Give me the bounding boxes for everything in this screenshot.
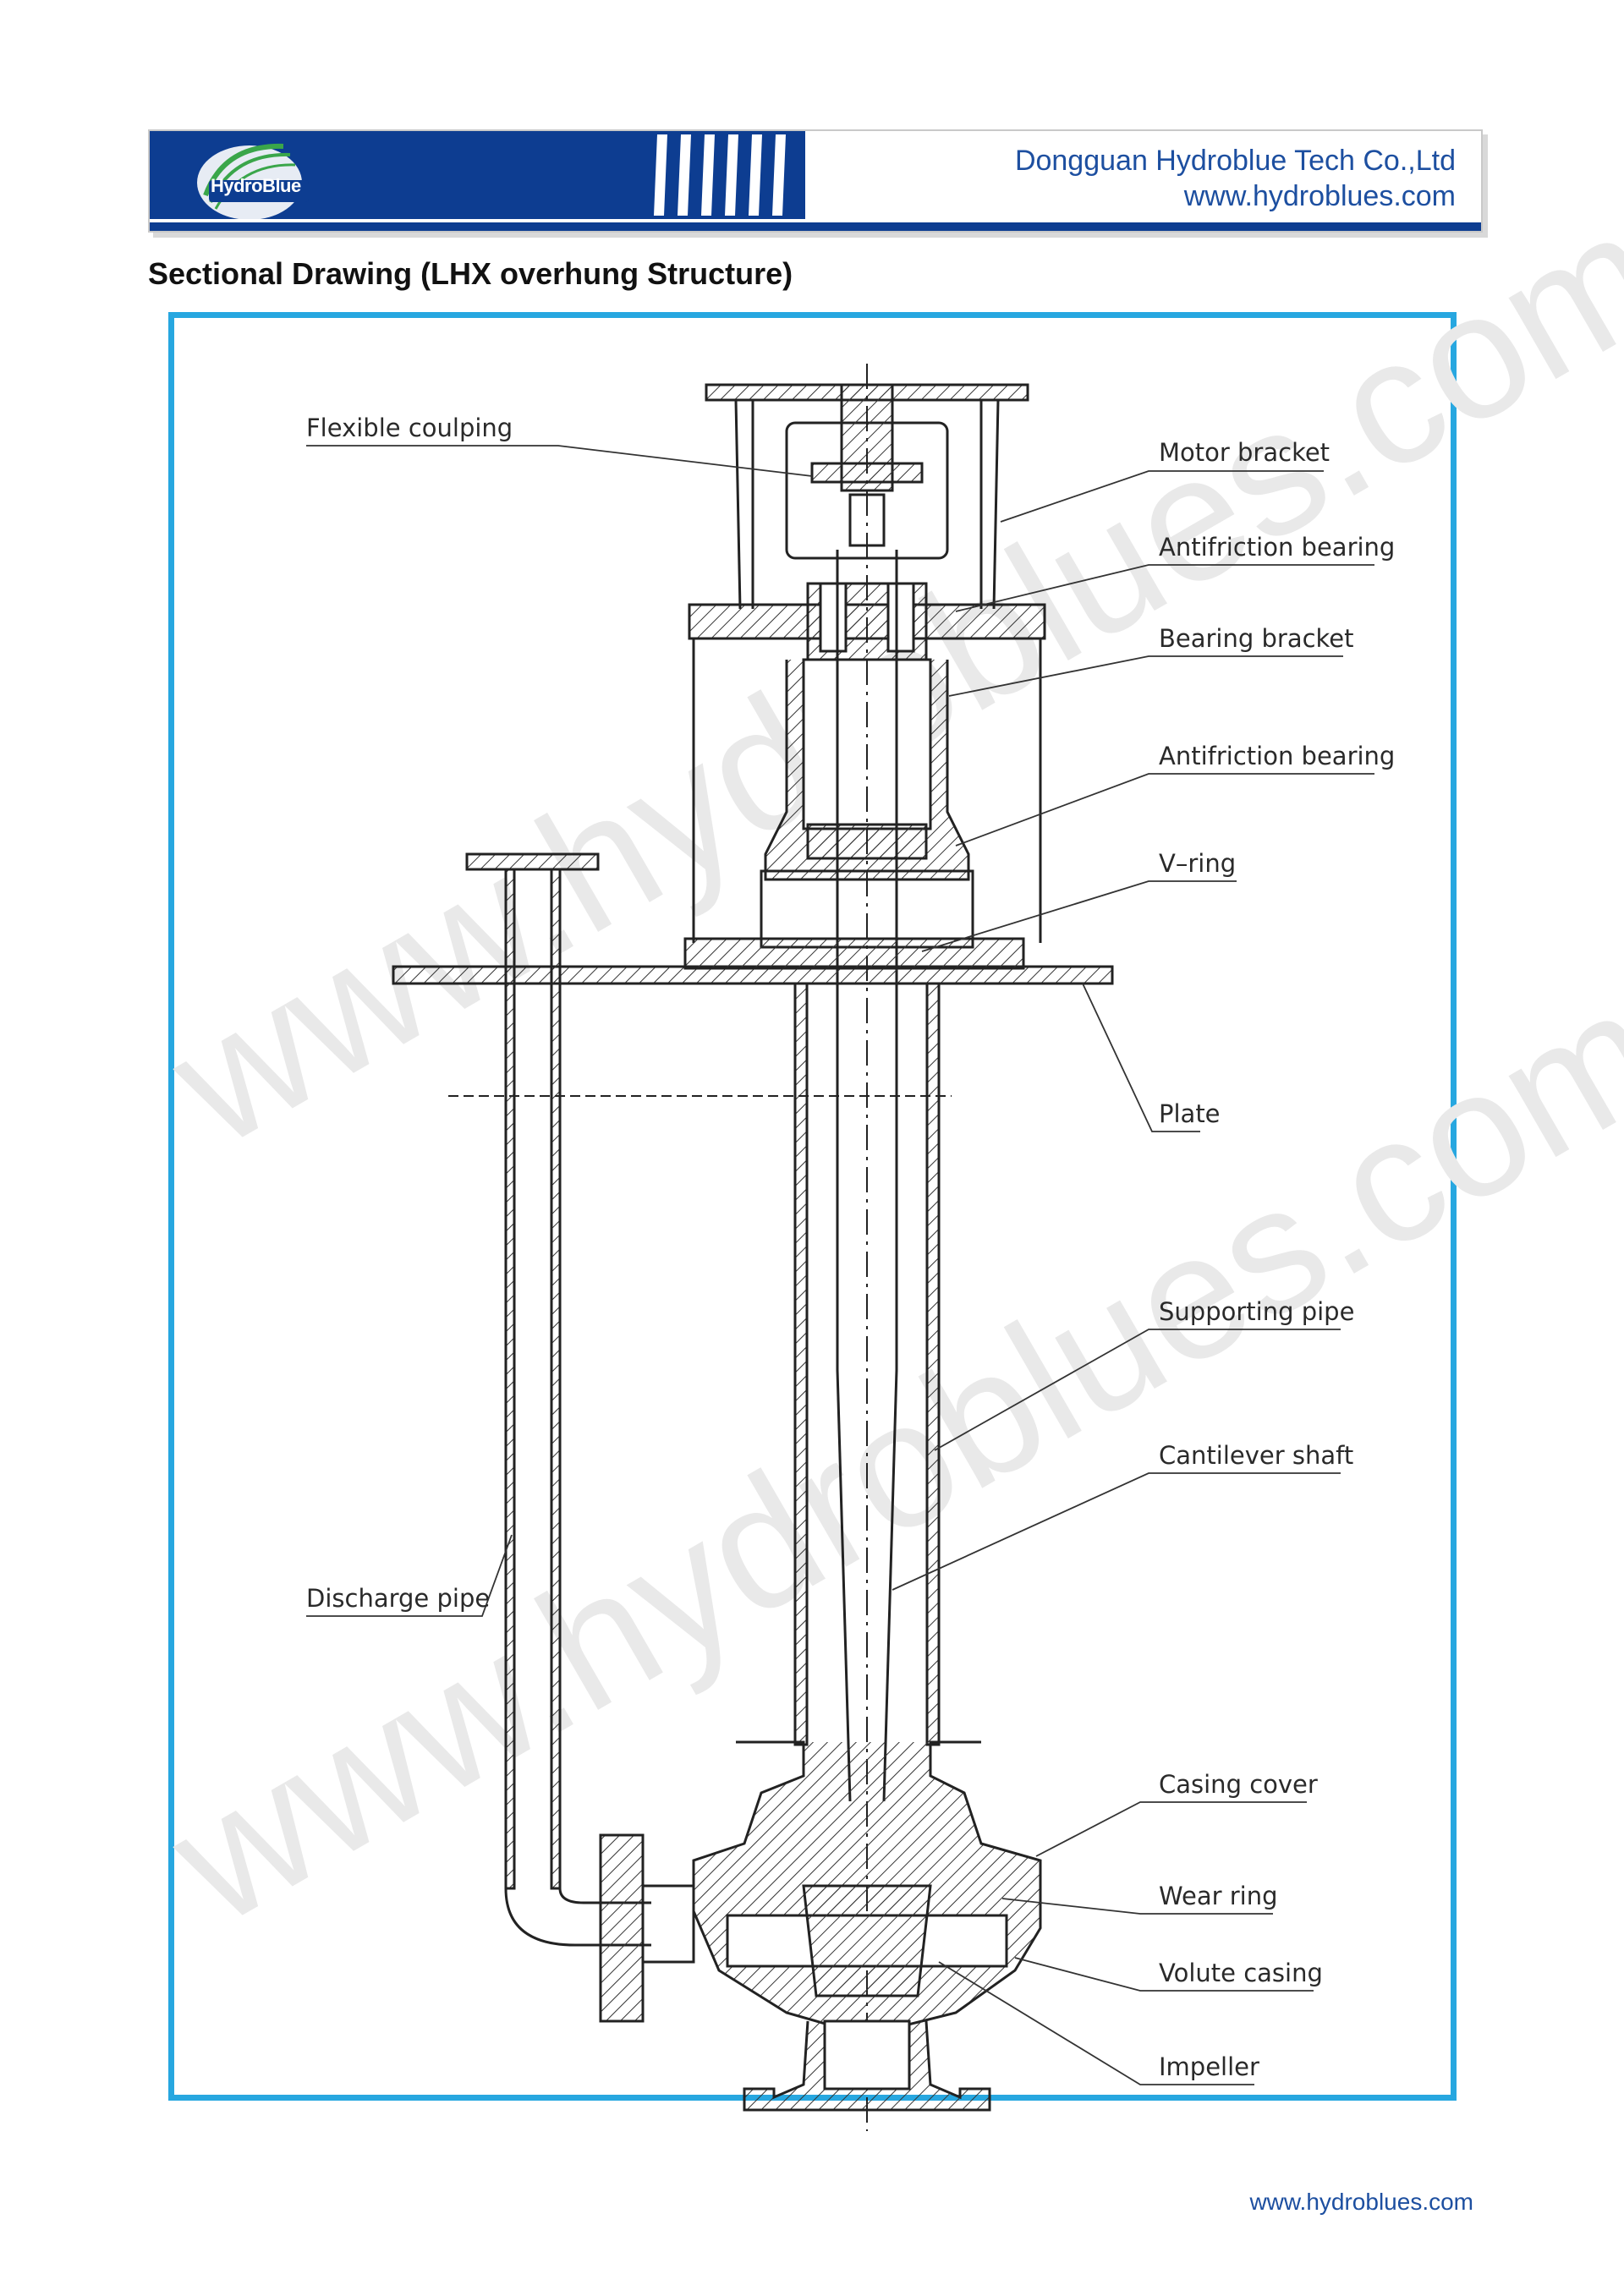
hydroblue-logo (197, 143, 309, 220)
label-flexible-coupling: Flexible coulping (306, 414, 513, 442)
logo-text: HydroBlue (211, 175, 301, 196)
plate-drawing (392, 937, 1114, 985)
leader-lines (306, 445, 1374, 2085)
discharge-pipe-drawing (465, 852, 695, 2023)
company-name: Dongguan Hydroblue Tech Co.,Ltd (1014, 145, 1456, 177)
label-antifriction-bearing-upper: Antifriction bearing (1159, 533, 1395, 562)
label-v-ring: V–ring (1159, 849, 1236, 878)
header-website: www.hydroblues.com (1183, 180, 1456, 212)
label-volute-casing: Volute casing (1159, 1959, 1323, 1987)
footer-website[interactable]: www.hydroblues.com (1249, 2189, 1473, 2215)
label-casing-cover: Casing cover (1159, 1770, 1318, 1799)
header-banner: HydroBlue Dongguan Hydroblue Tech Co.,Lt… (148, 129, 1483, 233)
label-antifriction-bearing-lower: Antifriction bearing (1159, 742, 1395, 770)
label-supporting-pipe: Supporting pipe (1159, 1297, 1354, 1326)
label-bearing-bracket: Bearing bracket (1159, 624, 1354, 653)
page-title: Sectional Drawing (LHX overhung Structur… (148, 256, 793, 291)
pump-casing-drawing (692, 1740, 1042, 2112)
label-plate: Plate (1159, 1099, 1221, 1128)
label-cantilever-shaft: Cantilever shaft (1159, 1441, 1353, 1470)
label-impeller: Impeller (1159, 2052, 1259, 2081)
label-motor-bracket: Motor bracket (1159, 438, 1330, 467)
label-discharge-pipe: Discharge pipe (306, 1584, 490, 1613)
header-bottom-bar (150, 222, 1481, 231)
header-stripes (649, 131, 805, 219)
supporting-pipe-drawing (448, 982, 952, 1746)
label-wear-ring: Wear ring (1159, 1882, 1278, 1910)
